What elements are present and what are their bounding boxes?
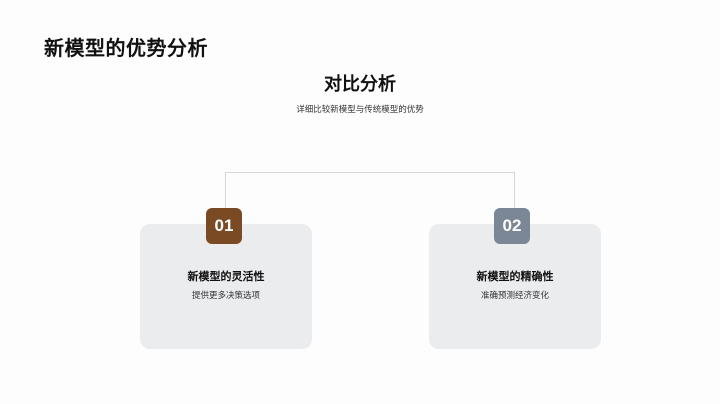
number-badge-2: 02 [494, 208, 530, 244]
page-title: 新模型的优势分析 [44, 36, 208, 60]
section-subtitle: 详细比较新模型与传统模型的优势 [296, 105, 424, 115]
comparison-card-2: 新模型的精确性 准确预测经济变化 [429, 224, 601, 349]
card-description: 准确预测经济变化 [480, 291, 549, 301]
card-description: 提供更多决策选项 [191, 291, 260, 301]
section-title: 对比分析 [324, 74, 396, 95]
card-title: 新模型的精确性 [476, 270, 554, 283]
connector-line [225, 172, 515, 209]
comparison-card-1: 新模型的灵活性 提供更多决策选项 [140, 224, 312, 349]
card-title: 新模型的灵活性 [187, 270, 265, 283]
number-badge-1: 01 [206, 208, 242, 244]
